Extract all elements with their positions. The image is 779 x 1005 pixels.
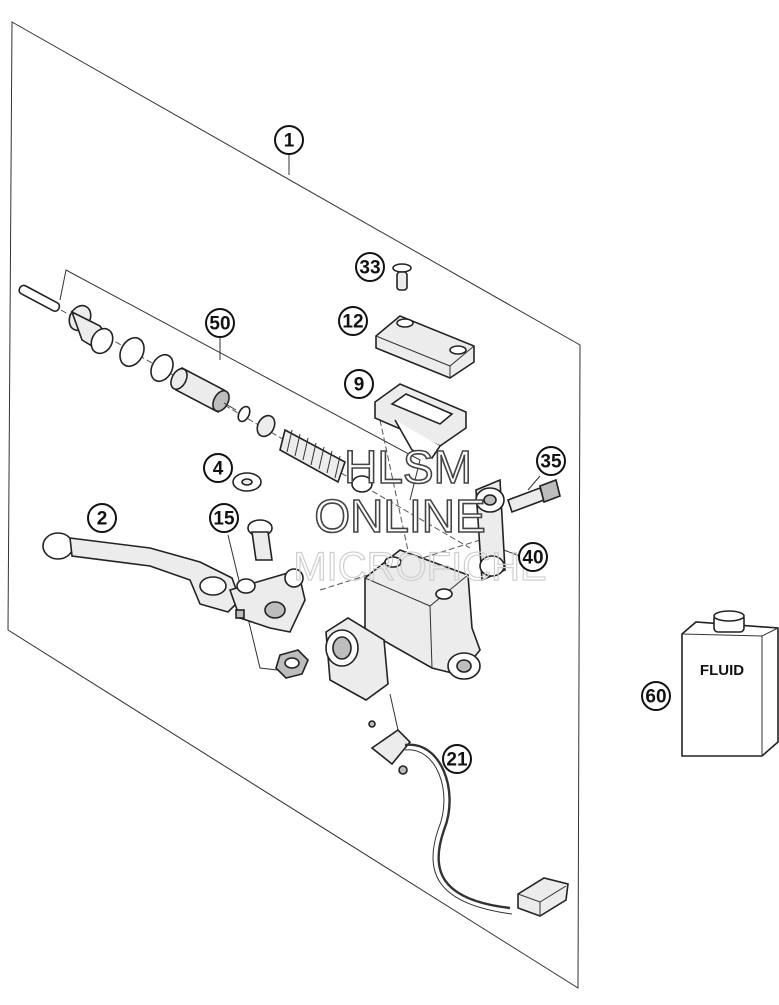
pivot-nut-part [275,649,309,679]
piston-assembly-bracket [59,269,421,501]
callout-label-1: 1 [284,131,295,152]
watermark-line-3: MICROFICHE [293,545,546,589]
callout-label-60: 60 [645,687,666,708]
callout-40: 40 [518,542,548,572]
watermark-line-2: ONLINE [314,490,485,542]
callout-1: 1 [274,125,304,155]
callout-label-33: 33 [359,258,380,279]
watermark: HLSM ONLINE MICROFICHE [293,440,548,589]
seal-ring-2 [150,353,174,383]
callout-label-50: 50 [209,314,230,335]
master-cylinder-body [364,549,481,680]
kit-outline [7,21,581,989]
callout-2: 2 [87,503,117,533]
washer-hole [241,478,253,486]
pivot-bolt-part [247,519,273,561]
callout-50: 50 [205,308,235,338]
return-spring-part [279,428,346,484]
callout-label-4: 4 [213,459,224,480]
handlebar-clamp-part [325,617,389,701]
callout-15: 15 [209,503,239,533]
fluid-label: FLUID [700,662,744,679]
callout-label-35: 35 [540,452,562,473]
callout-label-9: 9 [354,375,365,396]
leader-35 [527,475,541,491]
reservoir-o-ring [351,475,373,493]
callout-33: 33 [355,252,385,282]
seal-ring-1 [119,336,145,368]
callout-35: 35 [536,446,566,476]
callout-label-21: 21 [446,750,468,771]
callout-4: 4 [203,453,233,483]
callout-label-40: 40 [522,548,543,569]
brake-light-switch-part [368,693,513,915]
banjo-bolt-part [506,478,561,514]
switch-connector-part [517,877,569,917]
callout-60: 60 [641,681,671,711]
watermark-line-1: HLSM [344,441,472,493]
cup-seal [256,414,276,438]
callout-21: 21 [442,744,472,774]
pin-part [18,284,61,312]
reservoir-cap-part [375,315,475,379]
piston-part [170,366,237,414]
callout-label-2: 2 [97,509,108,530]
callout-9: 9 [344,369,374,399]
brake-lever-part [42,532,306,633]
brake-fluid-bottle: FLUID [681,610,779,757]
assembly-axis-2 [379,419,411,561]
small-washer-1 [237,405,251,423]
callout-12: 12 [338,306,368,336]
cap-screw-part [392,263,412,291]
callout-label-15: 15 [213,509,235,530]
callout-label-12: 12 [342,312,363,333]
dust-boot-part [68,304,114,355]
diaphragm-part [374,383,467,459]
banjo-fitting-part [475,478,506,582]
